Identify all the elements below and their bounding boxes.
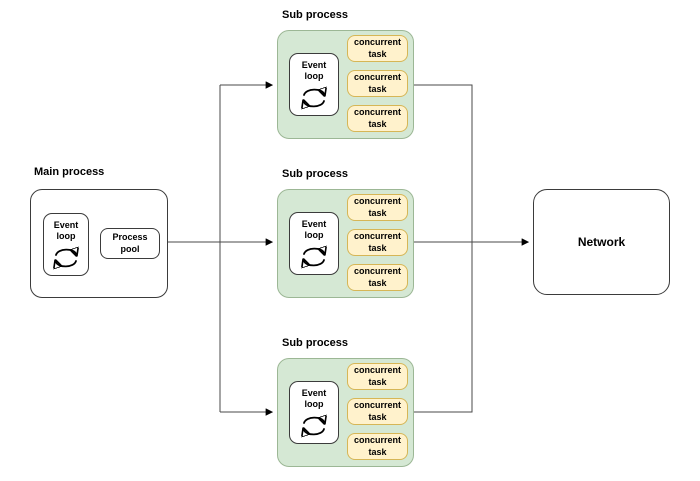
process-pool-box: Process pool bbox=[100, 228, 160, 259]
main-process-title: Main process bbox=[34, 166, 105, 178]
cycle-arrows-icon bbox=[299, 244, 329, 270]
sub-process-2-box: Event loop concurrent task concurrent ta… bbox=[277, 189, 414, 298]
network-box: Network bbox=[533, 189, 670, 295]
edge-sub1-to-junction bbox=[414, 84, 473, 242]
sub3-task-2: concurrent task bbox=[347, 398, 408, 425]
task-label: concurrent task bbox=[353, 400, 401, 422]
main-process-box: Event loop Process pool bbox=[30, 189, 168, 298]
task-label: concurrent task bbox=[353, 435, 401, 457]
sub1-event-loop-label: Event loop bbox=[301, 60, 327, 81]
sub3-task-3: concurrent task bbox=[347, 433, 408, 460]
sub1-event-loop-box: Event loop bbox=[289, 53, 339, 116]
sub-process-1-title: Sub process bbox=[282, 9, 349, 21]
task-label: concurrent task bbox=[353, 365, 401, 387]
main-event-loop-label: Event loop bbox=[53, 220, 79, 241]
sub-process-1-box: Event loop concurrent task concurrent ta… bbox=[277, 30, 414, 139]
task-label: concurrent task bbox=[353, 107, 401, 129]
task-label: concurrent task bbox=[353, 266, 401, 288]
task-label: concurrent task bbox=[353, 231, 401, 253]
sub-process-2-title: Sub process bbox=[282, 168, 349, 180]
sub-process-3-title: Sub process bbox=[282, 337, 349, 349]
sub2-task-3: concurrent task bbox=[347, 264, 408, 291]
cycle-arrows-icon bbox=[299, 413, 329, 439]
sub1-task-1: concurrent task bbox=[347, 35, 408, 62]
sub2-event-loop-box: Event loop bbox=[289, 212, 339, 275]
sub2-event-loop-label: Event loop bbox=[301, 219, 327, 240]
cycle-arrows-icon bbox=[51, 245, 81, 271]
sub3-event-loop-box: Event loop bbox=[289, 381, 339, 444]
sub2-task-2: concurrent task bbox=[347, 229, 408, 256]
edge-sub3-to-junction bbox=[414, 242, 473, 413]
cycle-arrows-icon bbox=[299, 85, 329, 111]
sub2-task-1: concurrent task bbox=[347, 194, 408, 221]
sub1-task-3: concurrent task bbox=[347, 105, 408, 132]
sub3-task-1: concurrent task bbox=[347, 363, 408, 390]
task-label: concurrent task bbox=[353, 72, 401, 94]
network-label: Network bbox=[577, 235, 626, 249]
process-pool-label: Process pool bbox=[112, 232, 148, 254]
main-event-loop-box: Event loop bbox=[43, 213, 89, 276]
sub-process-3-box: Event loop concurrent task concurrent ta… bbox=[277, 358, 414, 467]
sub1-task-2: concurrent task bbox=[347, 70, 408, 97]
sub3-event-loop-label: Event loop bbox=[301, 388, 327, 409]
task-label: concurrent task bbox=[353, 37, 401, 59]
task-label: concurrent task bbox=[353, 196, 401, 218]
